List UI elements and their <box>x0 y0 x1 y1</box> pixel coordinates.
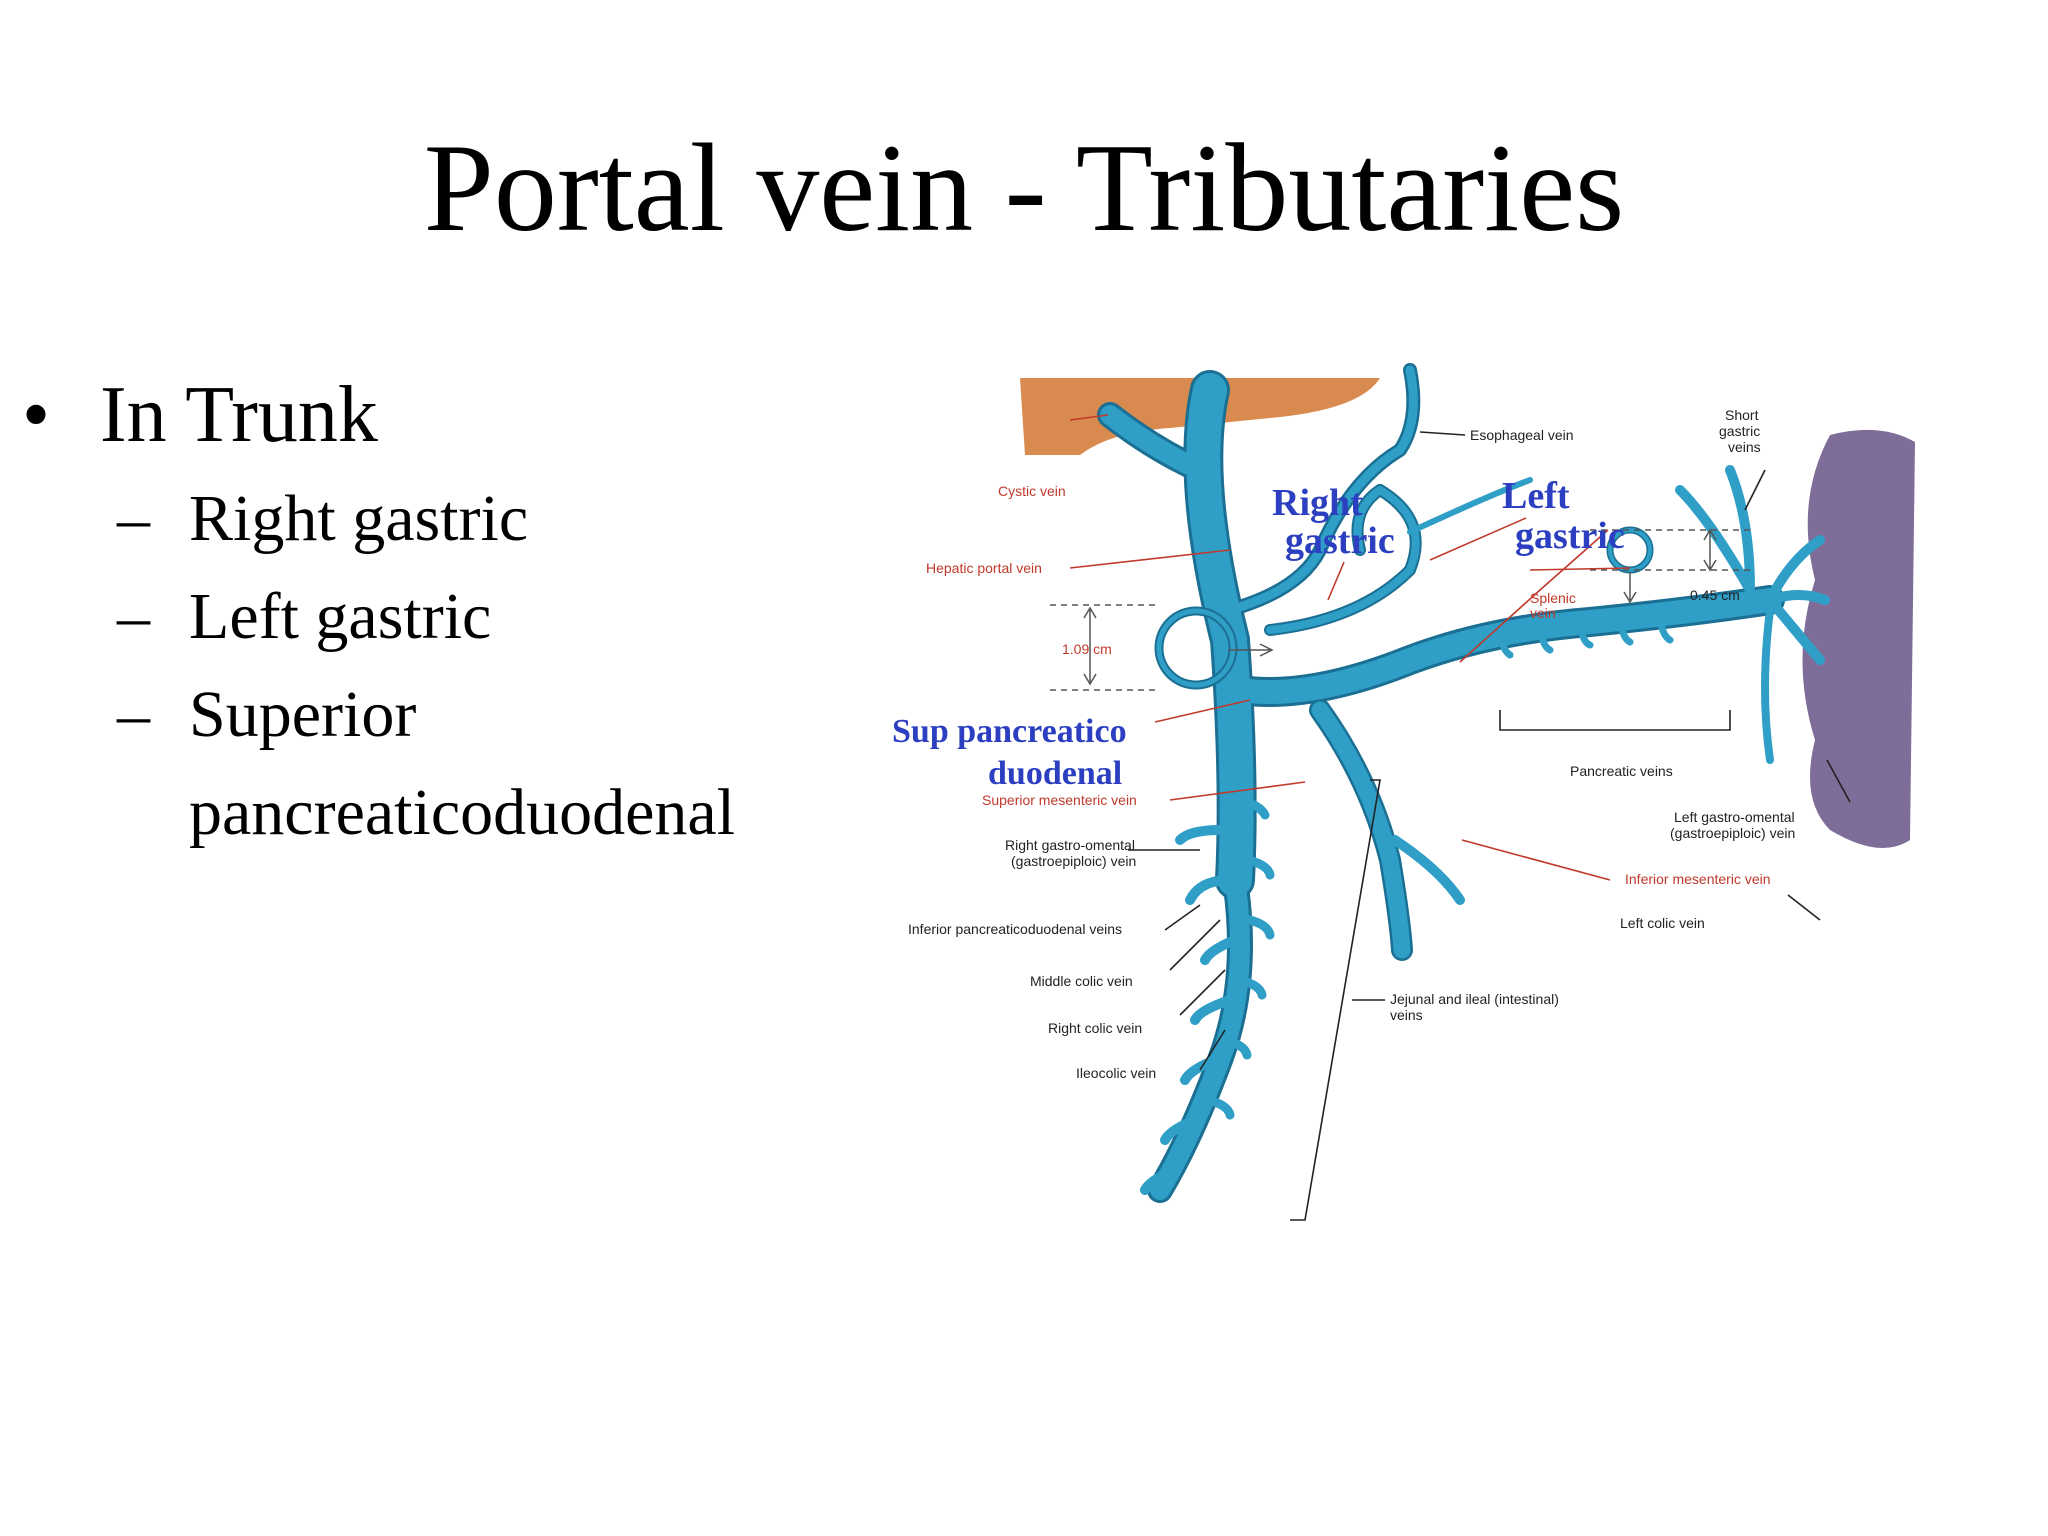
label-ileocolic-vein: Ileocolic vein <box>1076 1065 1156 1081</box>
label-esophageal-vein: Esophageal vein <box>1470 427 1574 443</box>
spleen-shape <box>1802 429 1915 848</box>
label-right-gastro-omental-1: Right gastro-omental <box>1005 837 1135 853</box>
label-right-gastric-1: Right <box>1272 482 1363 524</box>
label-short-gastric-3: veins <box>1728 439 1761 455</box>
small-labels: Esophageal vein Short gastric veins Cyst… <box>908 407 1795 1081</box>
label-superior-mesenteric-vein: Superior mesenteric vein <box>982 792 1137 808</box>
subitem-right-gastric: – Right gastric <box>22 470 842 568</box>
label-left-gastric-2: gastric <box>1515 515 1625 557</box>
label-cystic-vein: Cystic vein <box>998 483 1066 499</box>
label-jejunal-ileal-2: veins <box>1390 1007 1423 1023</box>
subitem-text: pancreaticoduodenal <box>189 776 736 849</box>
subitem-pancreaticoduodenal: pancreaticoduodenal <box>22 764 842 862</box>
slide-title: Portal vein - Tributaries <box>423 119 1625 258</box>
label-left-gastro-omental-1: Left gastro-omental <box>1674 809 1795 825</box>
label-right-gastric-2: gastric <box>1285 520 1395 562</box>
label-splenic-vein-1: Splenic <box>1530 590 1576 606</box>
label-inferior-mesenteric-vein: Inferior mesenteric vein <box>1625 871 1771 887</box>
subitem-text: Left gastric <box>189 580 492 653</box>
label-jejunal-ileal-1: Jejunal and ileal (intestinal) <box>1390 991 1559 1007</box>
bullet-marker: • <box>22 371 51 459</box>
label-right-gastro-omental-2: (gastroepiploic) vein <box>1011 853 1136 869</box>
subitem-marker: – <box>117 678 150 751</box>
label-left-colic-vein: Left colic vein <box>1620 915 1705 931</box>
portal-vein-diagram: Right gastric Left gastric Sup pancreati… <box>892 363 1915 1221</box>
bullet-text: In Trunk <box>100 371 378 459</box>
leader-lines <box>1069 414 1851 1221</box>
bullet-in-trunk: • In Trunk <box>22 360 842 470</box>
label-duodenal: duodenal <box>988 755 1122 792</box>
bullet-list: • In Trunk – Right gastric – Left gastri… <box>22 360 842 862</box>
subitem-marker: – <box>117 482 150 555</box>
big-labels: Right gastric Left gastric Sup pancreati… <box>892 475 1625 792</box>
label-right-colic-vein: Right colic vein <box>1048 1020 1142 1036</box>
label-measure-045: 0.45 cm <box>1690 587 1740 603</box>
label-short-gastric-1: Short <box>1725 407 1759 423</box>
label-short-gastric-2: gastric <box>1719 423 1760 439</box>
label-left-gastric-1: Left <box>1502 475 1570 517</box>
subitem-superior: – Superior <box>22 666 842 764</box>
subitem-left-gastric: – Left gastric <box>22 568 842 666</box>
label-measure-109: 1.09 cm <box>1062 641 1112 657</box>
subitem-marker: – <box>117 580 150 653</box>
label-splenic-vein-2: vein <box>1530 605 1556 621</box>
label-pancreatic-veins: Pancreatic veins <box>1570 763 1673 779</box>
label-sup-pancreatico: Sup pancreatico <box>892 713 1127 750</box>
subitem-text: Right gastric <box>189 482 529 555</box>
label-middle-colic-vein: Middle colic vein <box>1030 973 1133 989</box>
measurement-rings <box>1154 526 1654 690</box>
measurement-guides <box>1050 528 1750 691</box>
subitem-text: Superior <box>189 678 417 751</box>
label-left-gastro-omental-2: (gastroepiploic) vein <box>1670 825 1795 841</box>
label-inferior-pancreaticoduodenal-veins: Inferior pancreaticoduodenal veins <box>908 921 1122 937</box>
vein-network <box>1097 363 1830 1203</box>
label-hepatic-portal-vein: Hepatic portal vein <box>926 560 1042 576</box>
